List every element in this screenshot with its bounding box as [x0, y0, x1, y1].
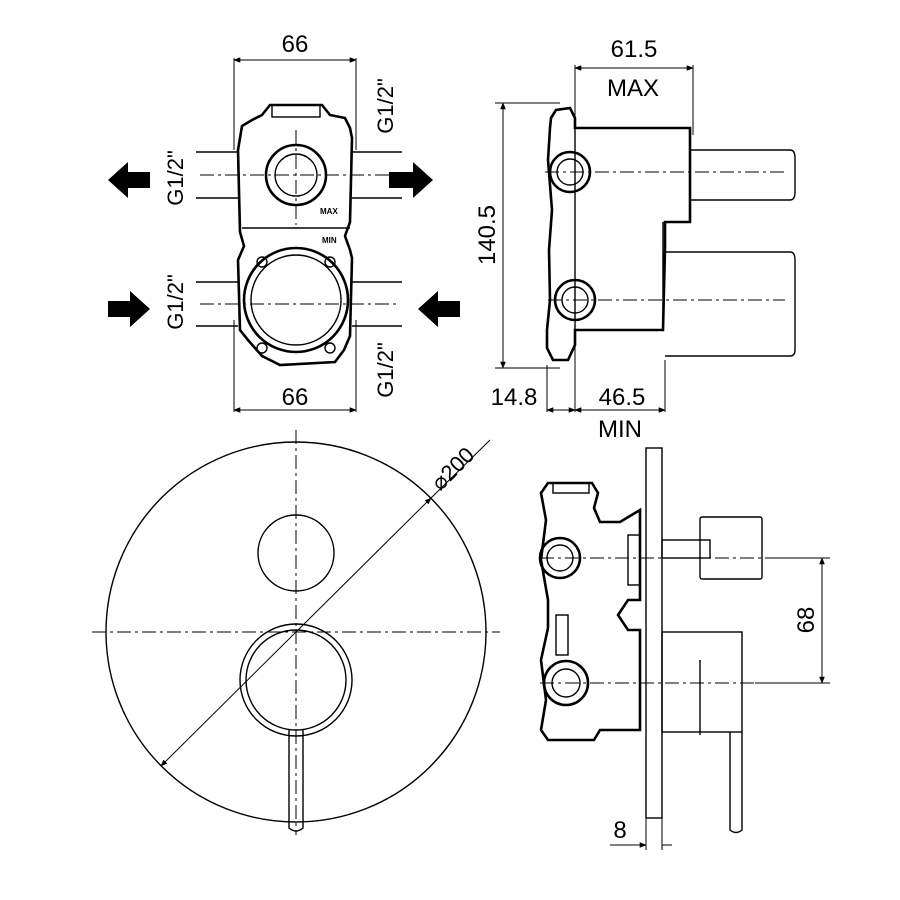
max-mark: MAX: [320, 207, 338, 216]
offset-value: 14.8: [491, 384, 538, 411]
plate-thickness-label: 8: [613, 817, 626, 844]
mixer-handle-side: [661, 631, 743, 834]
mixer-lever: [288, 730, 304, 832]
depth-min-value: 46.5: [599, 384, 646, 411]
thread-lower-left-label: G1/2": [163, 274, 188, 330]
assembly-body-outline: [539, 481, 642, 742]
side-pipe-lower: [665, 251, 796, 357]
side-body-outline: [545, 106, 692, 362]
diameter-dimension: [160, 497, 432, 767]
spout-spacing-label: 68: [793, 607, 820, 634]
height-value: 140.5: [474, 205, 501, 265]
diverter-knob-side: [661, 516, 763, 580]
side-pipe-upper: [690, 149, 796, 201]
depth-min-label: MIN: [598, 416, 642, 443]
assembly-side-view: 68 8: [538, 447, 830, 850]
width-top-label: 66: [282, 31, 309, 58]
valve-body-outline: [236, 103, 354, 367]
depth-max-value: 61.5: [611, 36, 658, 63]
thread-upper-left-label: G1/2": [163, 150, 188, 206]
valve-body-top-view: 66 66: [108, 31, 460, 413]
diameter-label: ⌀200: [426, 442, 479, 495]
width-bottom-label: 66: [282, 384, 309, 411]
outflow-right-arrow-icon: [389, 162, 433, 198]
cover-plate-edge: [645, 447, 663, 819]
inflow-left-arrow-icon: [108, 291, 150, 327]
min-mark: MIN: [322, 236, 337, 245]
pipe-stub-lower-left: [196, 281, 238, 327]
inflow-right-arrow-icon: [418, 291, 460, 327]
pipe-stub-upper-right: [352, 151, 402, 199]
thread-lower-right-label: G1/2": [373, 342, 398, 398]
lower-cartridge-ring: [242, 246, 350, 354]
thread-upper-right-label: G1/2": [373, 78, 398, 134]
valve-body-side-view: 61.5 MAX 140.5 14.8 46.5 MIN: [474, 36, 796, 443]
depth-max-label: MAX: [607, 75, 659, 102]
pipe-stub-upper-left: [196, 151, 238, 199]
cover-plate-front-view: ⌀200: [92, 430, 500, 835]
diverter-knob: [257, 514, 335, 592]
pipe-stub-lower-right: [352, 281, 402, 327]
outflow-left-arrow-icon: [108, 162, 150, 198]
